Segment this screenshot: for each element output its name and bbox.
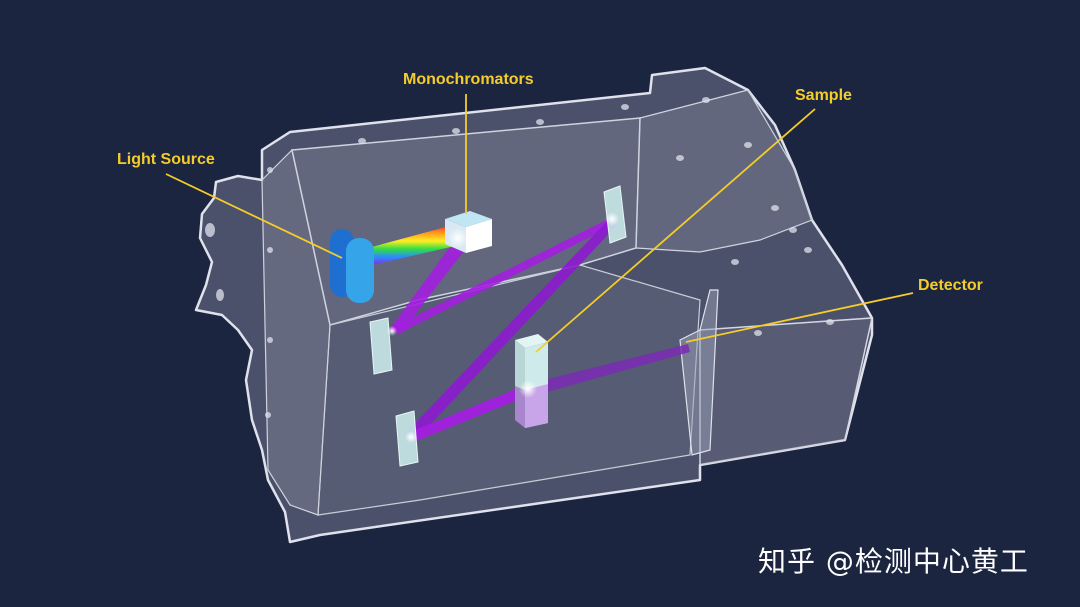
leader-light-source <box>165 173 343 259</box>
housing-screws <box>205 97 834 418</box>
leader-sample <box>535 108 816 353</box>
watermark: 知乎 @检测中心黄工 <box>758 545 1029 578</box>
label-sample: Sample <box>795 87 852 104</box>
beam-mirror1-to-mirror2 <box>392 217 616 334</box>
label-light-source: Light Source <box>117 151 215 168</box>
leader-detector <box>685 292 914 343</box>
label-detector: Detector <box>918 277 983 294</box>
housing-upper-deck <box>635 89 813 253</box>
beam-sample-to-detector <box>536 344 690 394</box>
beam-mono-to-mirror1 <box>389 240 468 334</box>
detector-housing <box>679 289 719 456</box>
label-monochromators: Monochromators <box>403 71 534 88</box>
beam-highlights <box>387 212 619 443</box>
label-leader-lines <box>165 94 914 353</box>
beam-mirror2-to-mirror3 <box>405 220 618 440</box>
light-beam-path <box>389 217 690 442</box>
housing-left-panel <box>261 148 331 516</box>
housing-right-block <box>699 317 873 466</box>
rainbow-beam <box>372 225 455 265</box>
mirror-1 <box>369 317 393 375</box>
light-source-lamp <box>330 229 374 303</box>
beam-mirror3-to-sample <box>410 385 530 442</box>
